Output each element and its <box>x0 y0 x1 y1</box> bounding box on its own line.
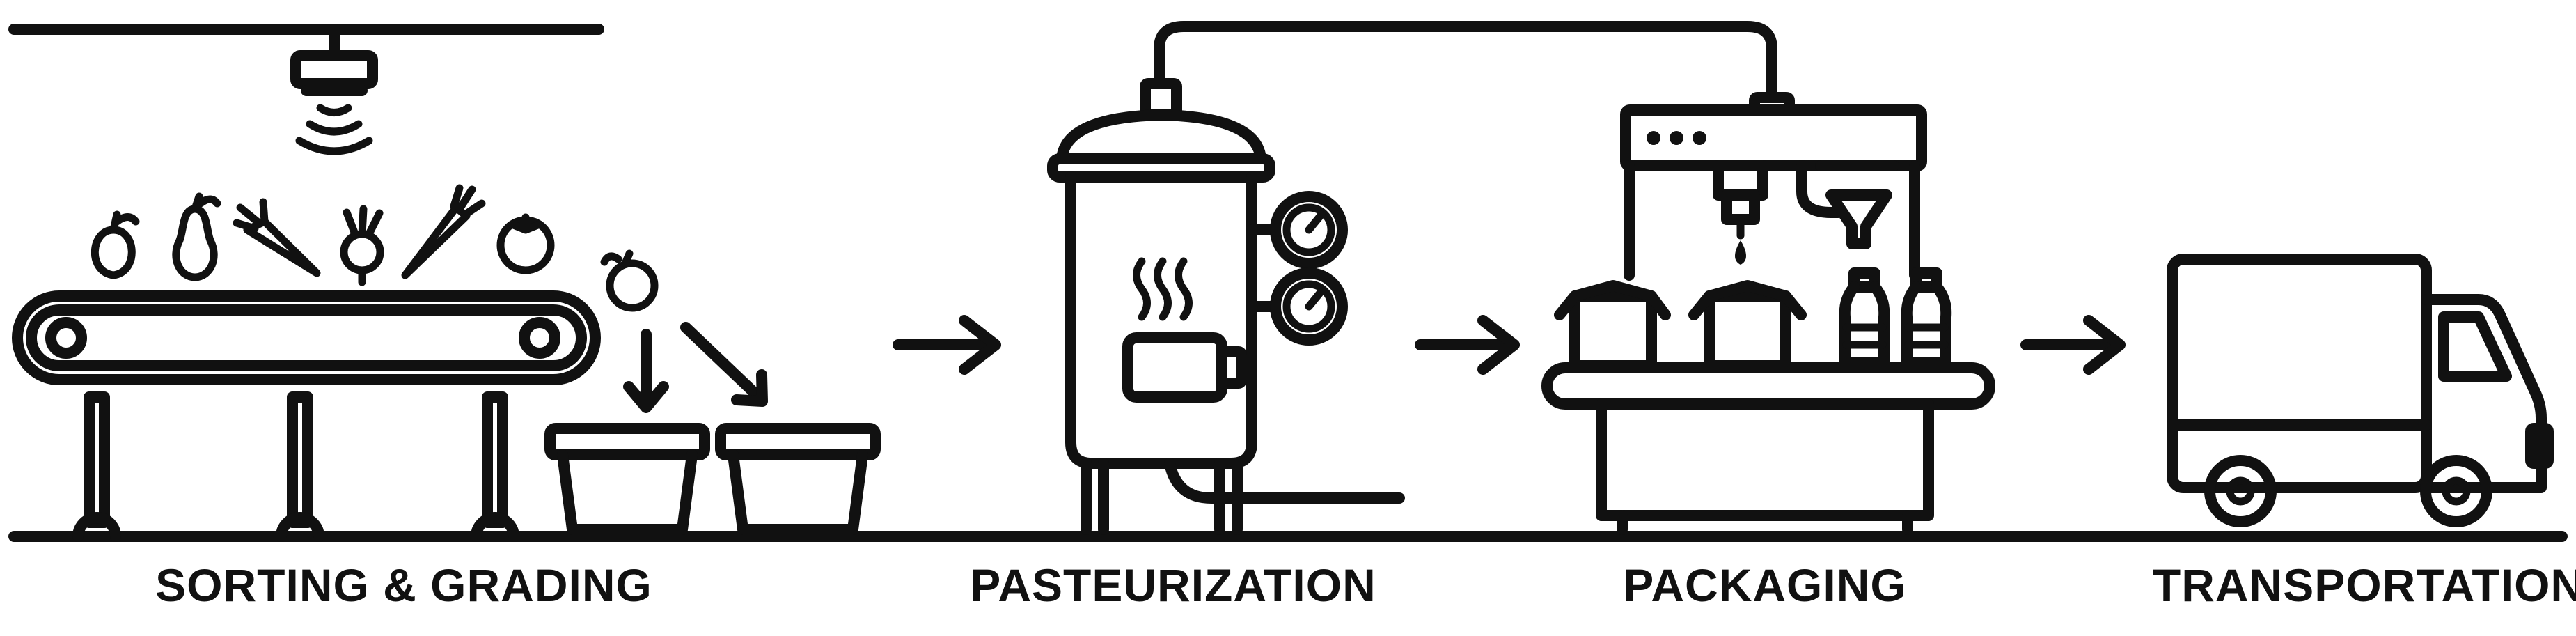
arrow-right-icon <box>2020 315 2126 375</box>
arrow-diagonal-icon <box>680 322 768 407</box>
sorting-stage <box>8 24 881 542</box>
tomato-icon <box>496 213 555 274</box>
bin-icon <box>715 423 881 535</box>
bottle-icon <box>1901 267 1952 368</box>
arrow-right-icon <box>1415 315 1520 375</box>
packaging-conveyor-icon <box>1541 362 1995 535</box>
filling-machine-icon <box>1620 92 1927 281</box>
box-icon <box>1554 280 1671 371</box>
stage-label-pasteurization: PASTEURIZATION <box>970 559 1376 611</box>
arrow-right-icon <box>893 315 1001 375</box>
delivery-truck-icon <box>2167 254 2554 527</box>
bin-icon <box>544 423 710 535</box>
packaging-stage <box>1541 92 1995 535</box>
heating-element-icon <box>1122 332 1247 403</box>
connector-pipe <box>1154 21 1777 103</box>
stage-label-transportation: TRANSPORTATION <box>2152 559 2576 611</box>
box-icon <box>1688 280 1807 371</box>
bottle-icon <box>1839 267 1890 368</box>
carrot-icon <box>233 198 321 277</box>
pear-icon <box>172 192 221 281</box>
pressure-gauge-icon <box>1246 267 1348 346</box>
heat-icon <box>1133 257 1193 321</box>
conveyor-belt-icon <box>12 290 601 542</box>
orange-icon <box>600 249 659 312</box>
pasteurization-stage <box>1047 21 1777 535</box>
stage-label-sorting: SORTING & GRADING <box>155 559 652 611</box>
apple-icon <box>91 210 140 279</box>
arrow-down-icon <box>623 329 669 413</box>
beet-icon <box>340 205 384 286</box>
pressure-gauge-icon <box>1246 191 1348 269</box>
carrot-icon <box>401 184 486 279</box>
stage-label-packaging: PACKAGING <box>1623 559 1907 611</box>
pasteurizer-tank-icon <box>1047 78 1405 535</box>
sensor-icon <box>290 24 378 155</box>
